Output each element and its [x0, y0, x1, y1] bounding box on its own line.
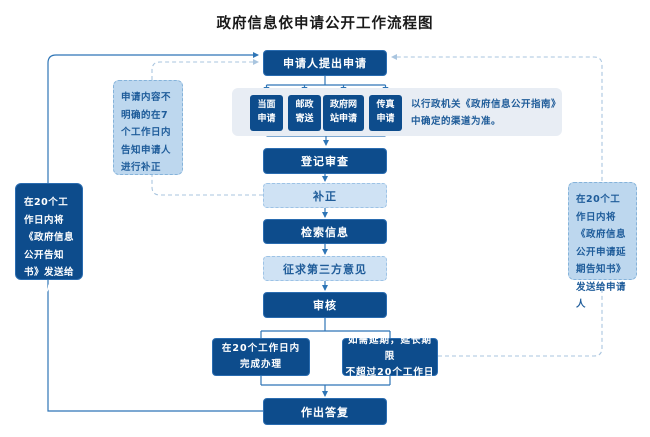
channel-postal: 邮政 寄送 [288, 95, 321, 131]
channel-note: 以行政机关《政府信息公开指南》 中确定的渠道为准。 [411, 96, 561, 130]
note-correction-notice-text: 申请内容不明确的在7个工作日内告知申请人进行补正 [121, 92, 172, 174]
channel-postal-line2: 寄送 [295, 114, 314, 124]
node-complete-line2: 完成办理 [239, 359, 282, 370]
channel-in-person-line2: 申请 [257, 114, 276, 124]
node-retrieve-label: 检索信息 [301, 225, 349, 239]
node-register: 登记审查 [263, 148, 387, 174]
node-complete-within-20-days: 在20个工作日内 完成办理 [212, 338, 310, 376]
node-complete-line1: 在20个工作日内 [221, 342, 301, 354]
channel-postal-line1: 邮政 [295, 100, 314, 111]
node-third-party-opinion: 征求第三方意见 [263, 256, 387, 281]
channel-website-line2: 站申请 [329, 114, 357, 124]
channel-in-person: 当面 申请 [250, 95, 283, 131]
channel-website: 政府网 站申请 [323, 95, 364, 131]
node-review-label: 审核 [313, 299, 337, 312]
channel-fax-line1: 传真 [376, 100, 395, 111]
node-apply: 申请人提出申请 [263, 50, 387, 76]
node-register-label: 登记审查 [301, 155, 349, 168]
channel-in-person-line1: 当面 [257, 100, 276, 111]
node-correction: 补正 [263, 183, 387, 208]
note-correction-notice: 申请内容不明确的在7个工作日内告知申请人进行补正 [113, 80, 183, 175]
node-apply-label: 申请人提出申请 [283, 57, 367, 70]
flowchart-title: 政府信息依申请公开工作流程图 [216, 16, 434, 32]
note-disclosure-notice: 在20个工作日内将《政府信息公开告知书》发送给申请人 [15, 183, 83, 296]
note-extension-notice: 在20个工作日内将《政府信息公开申请延期告知书》 发送给申请人 [568, 182, 637, 310]
channel-website-line1: 政府网 [329, 100, 357, 111]
channel-fax-line2: 申请 [376, 114, 395, 124]
channel-note-line1: 以行政机关《政府信息公开指南》 [411, 99, 562, 110]
node-retrieve: 检索信息 [263, 219, 387, 244]
node-reply: 作出答复 [263, 398, 387, 425]
node-third-party-label: 征求第三方意见 [283, 262, 367, 276]
node-extension-line1: 如需延期，延长期限 [347, 334, 432, 362]
node-extension-limit: 如需延期，延长期限 不超过20个工作日 [342, 335, 438, 378]
note-disclosure-notice-text: 在20个工作日内将《政府信息公开告知书》发送给申请人 [24, 197, 75, 296]
node-extension-line2: 不超过20个工作日 [345, 367, 435, 379]
node-review: 审核 [263, 292, 387, 318]
node-correction-label: 补正 [313, 189, 337, 203]
channel-note-line2: 中确定的渠道为准。 [411, 116, 502, 128]
channel-fax: 传真 申请 [369, 95, 402, 131]
node-reply-label: 作出答复 [301, 405, 349, 419]
note-extension-notice-text: 在20个工作日内将《政府信息公开申请延期告知书》 发送给申请人 [576, 194, 627, 311]
